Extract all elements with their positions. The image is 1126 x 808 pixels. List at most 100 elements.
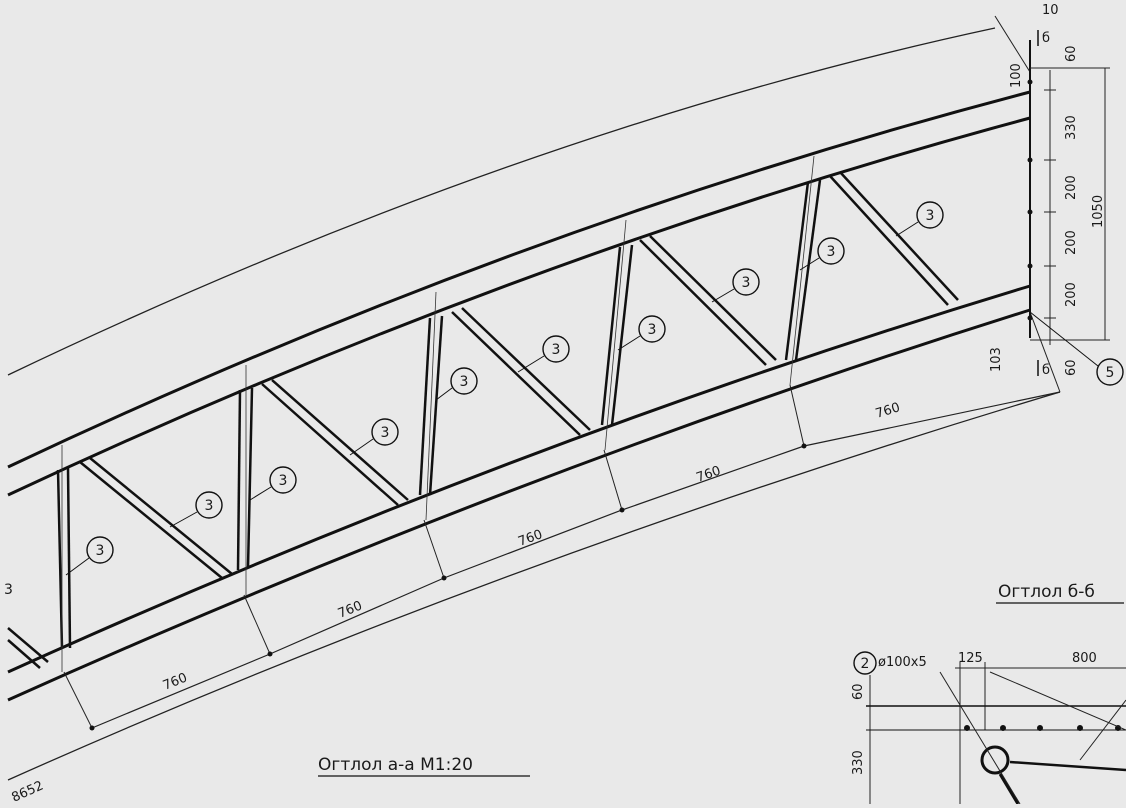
rdim-60-top: 60 [1064, 45, 1079, 62]
diagonal-2b [271, 379, 409, 501]
member-tag-labels: 3 3 3 3 3 3 3 3 3 3 [96, 208, 935, 559]
detail-chord [1009, 760, 1126, 772]
tag-label-10: 3 [926, 208, 935, 224]
detail-bolt-4 [1077, 725, 1083, 731]
ext-1 [63, 671, 93, 729]
section-a-title: Огтлол а-а М1:20 [318, 755, 473, 775]
rdim-200-2: 200 [1064, 230, 1079, 255]
diagonal-2 [261, 383, 399, 506]
section-mark-bottom: б [1042, 363, 1050, 378]
ext-6 [1029, 311, 1061, 393]
detail-dim-330: 330 [851, 750, 866, 775]
guide-4 [604, 219, 627, 451]
tag-circle-5 [450, 367, 478, 395]
diagonal-4b [649, 235, 777, 361]
ext-5 [789, 384, 805, 447]
detail-dim-60: 60 [851, 683, 866, 700]
tag-label-8: 3 [742, 275, 751, 291]
tag-label-9: 3 [827, 244, 836, 260]
leader-1 [65, 557, 90, 576]
dim-ticks [89, 443, 807, 731]
leader-4 [349, 438, 374, 456]
vertical-3 [418, 317, 432, 496]
vertical-5b [794, 179, 822, 361]
diagonal-5 [829, 175, 949, 306]
rdim-60-bottom: 60 [1064, 359, 1079, 376]
leader-6 [517, 355, 545, 373]
diagonal-4 [639, 239, 767, 366]
diagonal-3 [451, 311, 581, 436]
diagonal-5b [839, 171, 959, 301]
detail-bolt-1 [964, 725, 970, 731]
detail-bolt-5 [1115, 725, 1121, 731]
diagonal-0b [7, 639, 41, 669]
tag-leaders [65, 221, 919, 576]
detail-tag-label: 2 [861, 656, 870, 672]
tag-circle-2 [195, 491, 223, 519]
detail-bolt-2 [1000, 725, 1006, 731]
section-mark-top: б [1042, 31, 1050, 46]
tag-circle-4 [371, 418, 399, 446]
right-dim-labels: 10 60 330 200 200 200 60 1050 100 103 [989, 3, 1106, 376]
detail-bolts [964, 725, 1121, 731]
guide-5 [789, 155, 815, 386]
detail-dim-800: 800 [1072, 651, 1097, 666]
truss-diagonals [7, 171, 959, 669]
ext-4 [603, 449, 623, 511]
vertical-4 [600, 246, 622, 426]
bolt-3 [1027, 209, 1033, 215]
detail-pipe-circle [980, 745, 1010, 775]
ext-3 [423, 519, 445, 579]
tick-2 [267, 651, 273, 657]
bottom-chord-lower [7, 308, 1031, 702]
right-dim-ticks [1030, 67, 1110, 341]
tag-circle-1 [86, 536, 114, 564]
rdim-103: 103 [989, 347, 1004, 372]
bracket-leader [1029, 311, 1099, 367]
tick-5 [801, 443, 807, 449]
tag-label-4: 3 [381, 425, 390, 441]
truss-verticals [56, 179, 822, 649]
detail-bolt-3 [1037, 725, 1043, 731]
detail-pipe-label: ø100x5 [878, 655, 927, 670]
tag-label-3: 3 [279, 473, 288, 489]
member-tags [86, 201, 944, 564]
guide-3 [425, 291, 437, 521]
outer-arc-line [7, 27, 996, 376]
ext-2 [243, 594, 271, 655]
bolt-2 [1027, 157, 1033, 163]
vertical-1b [66, 467, 72, 649]
tag-label-5: 3 [460, 374, 469, 390]
diagonal-1 [79, 461, 223, 579]
tag-circle-3 [269, 466, 297, 494]
panel-guides [61, 155, 815, 672]
detail-leader-1 [939, 671, 1021, 805]
panel-dimension-line [91, 391, 1061, 729]
leader-10 [895, 221, 919, 237]
detail-view: 2 ø100x5 125 800 60 330 [851, 651, 1126, 805]
tag-circle-8 [732, 268, 760, 296]
vertical-2 [236, 389, 242, 571]
tick-1 [89, 725, 95, 731]
diagonal-1b [89, 457, 233, 575]
detail-leader-2 [989, 671, 1126, 731]
bolt-1 [1027, 79, 1033, 85]
rdim-total: 1050 [1091, 195, 1106, 228]
top-chord-upper [7, 90, 1031, 469]
tick-4 [619, 507, 625, 513]
vertical-5 [784, 181, 810, 361]
bottom-chord-upper [7, 284, 1031, 674]
bolt-5 [1027, 315, 1033, 321]
leader-8 [711, 288, 735, 303]
tag-circle-9 [817, 237, 845, 265]
leader-2 [169, 511, 198, 528]
diagonal-3b [461, 307, 591, 431]
tick-3 [441, 575, 447, 581]
tag-label-7: 3 [648, 322, 657, 338]
rdim-100: 100 [1009, 63, 1024, 88]
vertical-1 [56, 469, 64, 649]
rdim-10: 10 [1042, 3, 1059, 18]
bracket-tag-label: 5 [1106, 365, 1115, 381]
